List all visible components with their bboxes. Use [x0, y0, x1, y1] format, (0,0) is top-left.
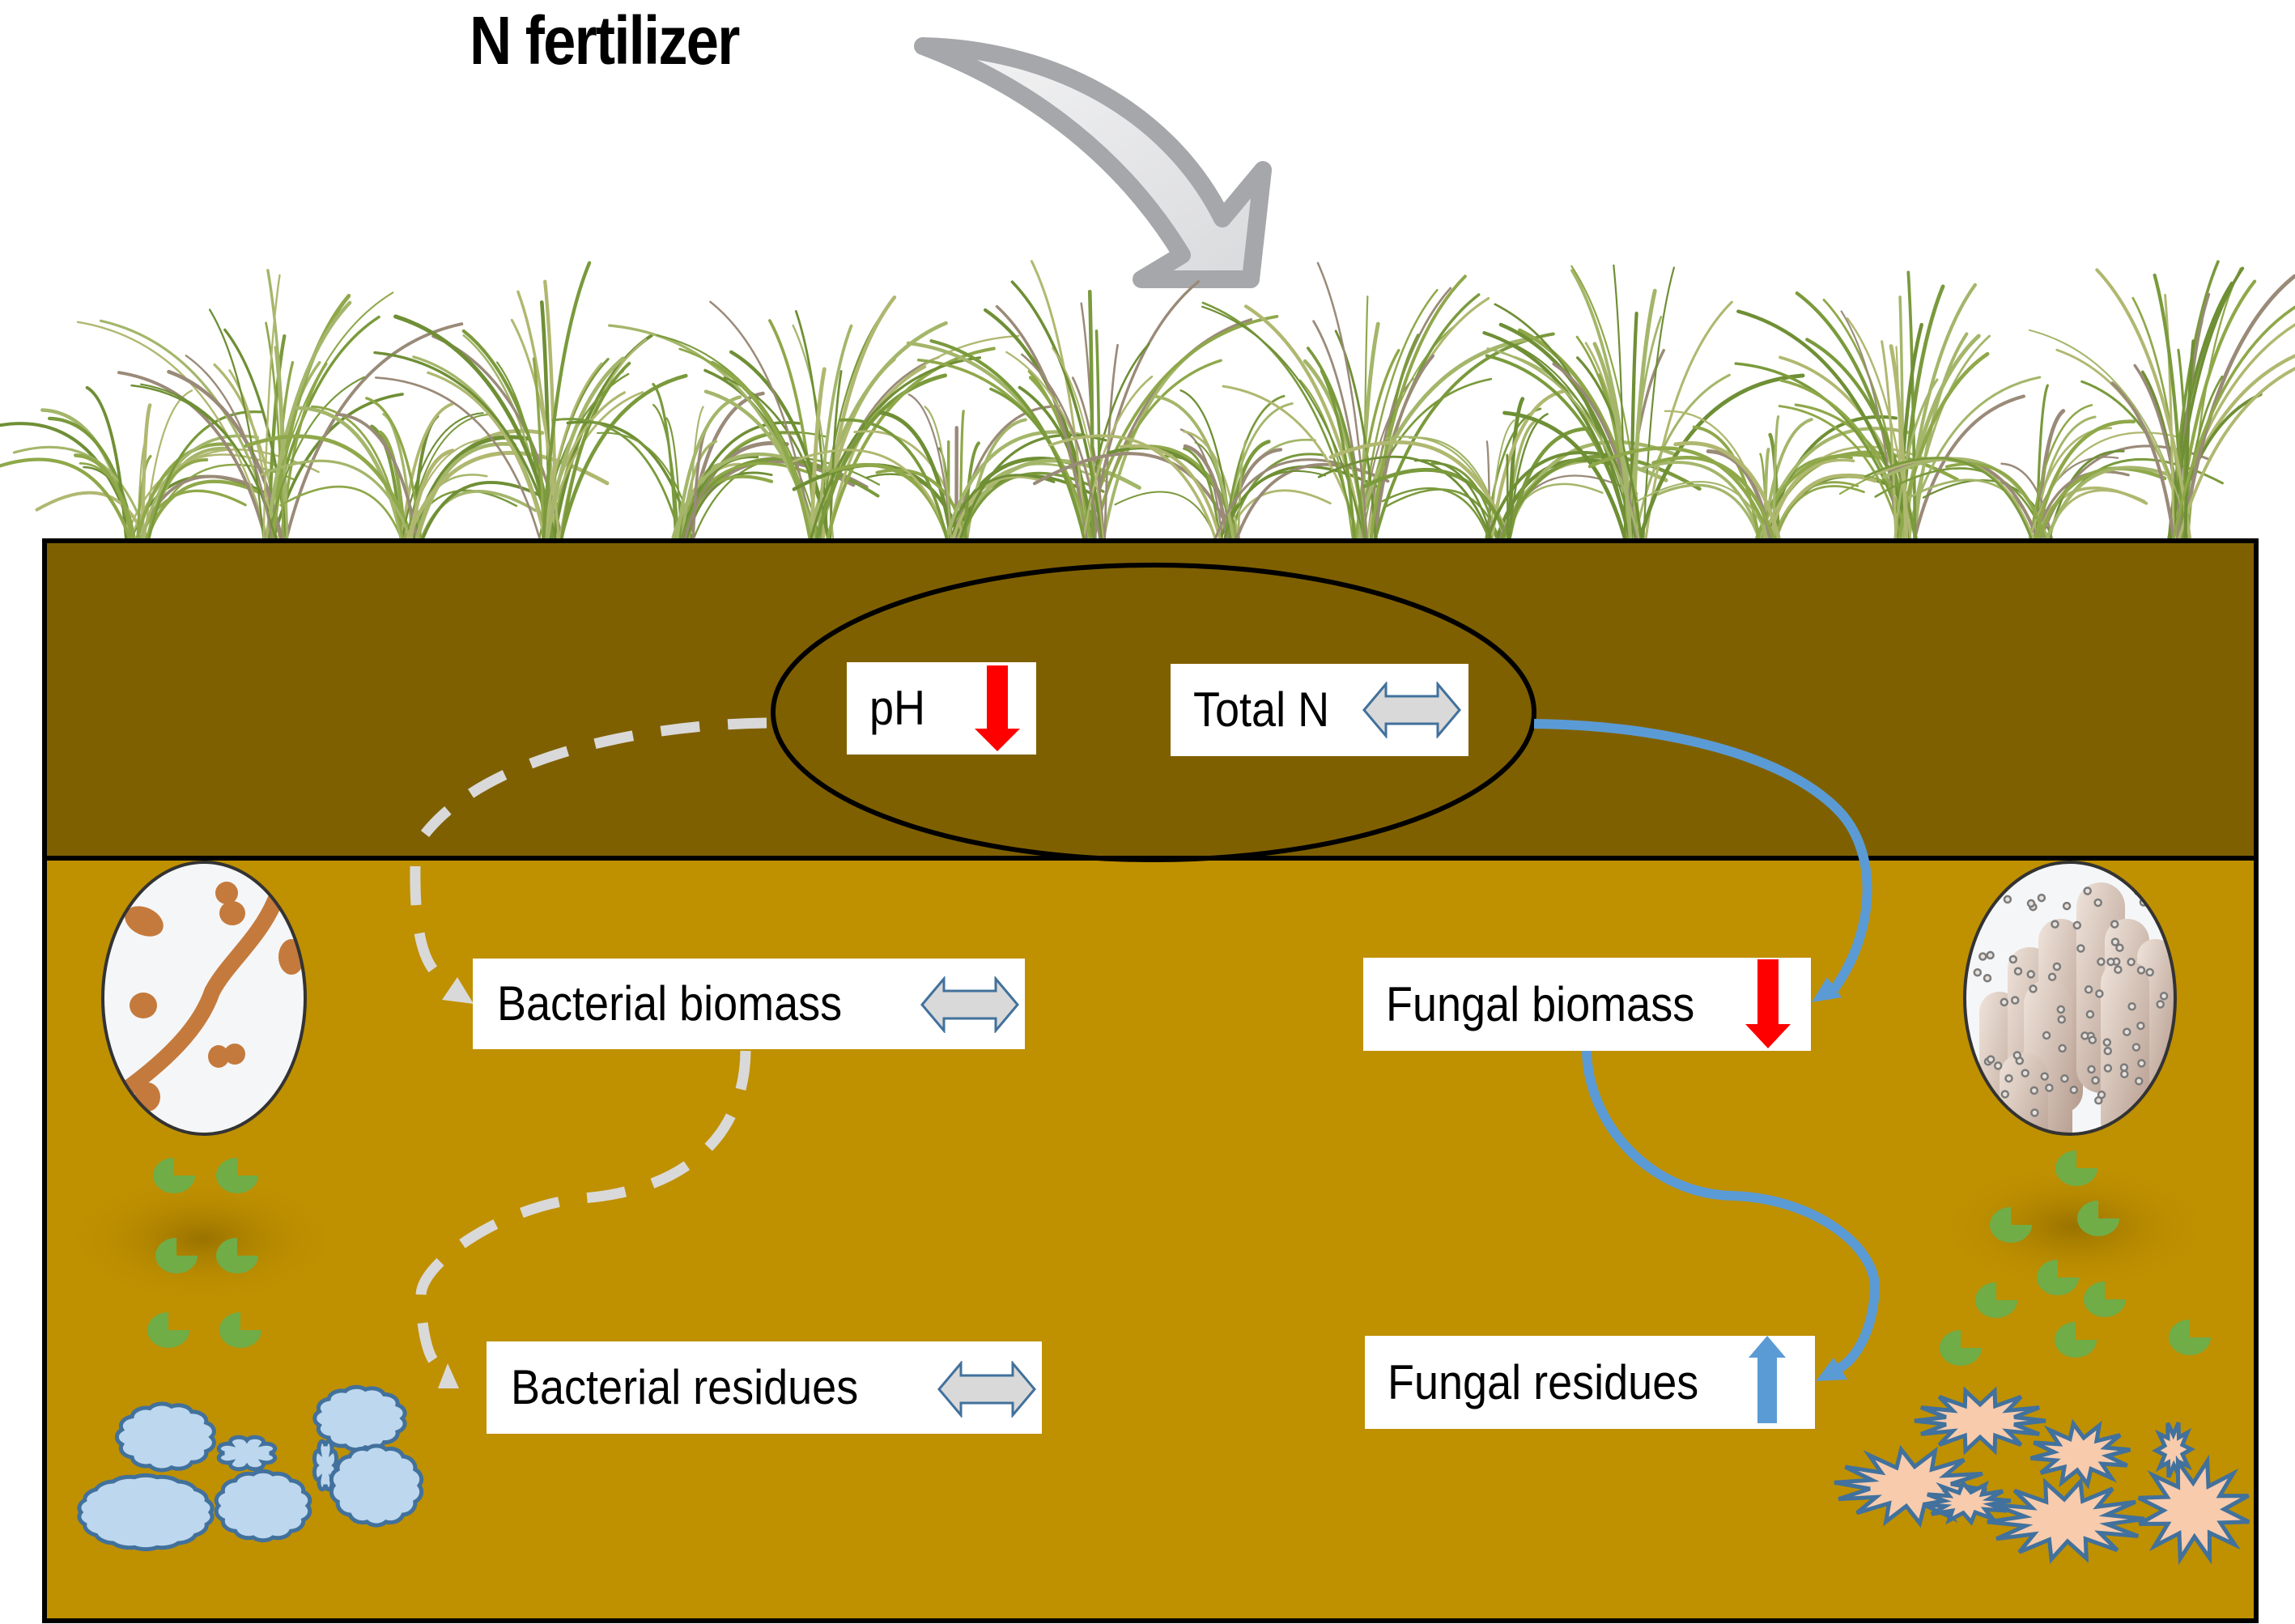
- short-grass-clump: [551, 382, 881, 540]
- tall-grass-clump: [2028, 260, 2295, 540]
- green-residue-icon: [2077, 1201, 2119, 1236]
- green-residue-icon: [147, 1312, 189, 1348]
- fungal-biomass-box: Fungal biomass: [1363, 958, 1811, 1051]
- bacterial-residue-cloud-icon: [329, 1443, 424, 1528]
- green-residues: [147, 1150, 2211, 1366]
- bacterial-residue-cloud-icon: [114, 1401, 216, 1473]
- green-residue-icon: [1940, 1330, 1982, 1366]
- fungal-residue-starbursts: [1834, 1386, 2250, 1566]
- green-residue-icon: [2055, 1322, 2097, 1358]
- bacterial-biomass-label: Bacterial biomass: [497, 976, 843, 1031]
- tall-grass-clump: [1482, 264, 1805, 540]
- green-residue-icon: [2055, 1150, 2097, 1186]
- bacterial-biomass-box: Bacterial biomass: [473, 959, 1025, 1049]
- fungal-residue-starburst-icon: [1987, 1477, 2145, 1564]
- bacterial-residue-cloud-icon: [214, 1469, 312, 1543]
- bacterial-residues-arrowhead-icon: [438, 1363, 459, 1388]
- path-soil-to-bacterial-biomass-lower: [410, 865, 440, 976]
- tall-grass-clump: [1201, 261, 1555, 540]
- fungal-residue-starburst-icon: [2137, 1454, 2250, 1566]
- green-residue-icon: [216, 1158, 258, 1193]
- bacterial-residues-box: Bacterial residues: [487, 1341, 1042, 1434]
- path-bacterial-biomass-to-residues: [415, 1050, 751, 1363]
- fungal-residue-starburst-icon: [2029, 1418, 2131, 1490]
- fungal-residue-starburst-icon: [1914, 1386, 2046, 1456]
- right-residue-shadow: [1937, 1162, 2212, 1291]
- path-fungal-biomass-to-residues: [1582, 1050, 1881, 1373]
- double-arrow-icon: [920, 976, 1019, 1033]
- short-grass-clump: [1032, 389, 1390, 540]
- fungal-biomass-arrowhead-icon: [1812, 977, 1842, 1002]
- total-n-box: Total N: [1171, 664, 1468, 756]
- bacterial-residue-clouds: [77, 1384, 424, 1552]
- green-residue-icon: [1990, 1207, 2032, 1243]
- green-residue-icon: [153, 1158, 195, 1193]
- fertilizer-arrow-icon: [914, 37, 1272, 288]
- ph-label: pH: [869, 681, 926, 735]
- bacterial-biomass-arrowhead-icon: [442, 977, 474, 1004]
- green-residue-icon: [155, 1238, 198, 1273]
- grass-row: [0, 260, 2295, 540]
- green-residue-icon: [2169, 1320, 2211, 1355]
- bacterial-residue-cloud-icon: [312, 1384, 407, 1452]
- green-residue-icon: [216, 1238, 258, 1273]
- soil-property-ellipse: [771, 563, 1536, 862]
- tall-grass-clump: [76, 269, 464, 540]
- green-residue-icon: [219, 1312, 261, 1348]
- fungal-residues-arrowhead-icon: [1816, 1358, 1847, 1381]
- short-grass-clump: [0, 385, 320, 540]
- down-arrow-icon: [975, 665, 1020, 751]
- total-n-label: Total N: [1193, 682, 1330, 737]
- green-residue-icon: [2037, 1260, 2079, 1295]
- bacterial-residue-cloud-icon: [77, 1473, 215, 1552]
- double-arrow-icon: [1362, 682, 1461, 738]
- fungal-residue-starburst-icon: [1923, 1479, 2012, 1526]
- tall-grass-clump: [906, 260, 1279, 540]
- green-residue-icon: [1975, 1282, 2017, 1318]
- path-soil-to-fungal-biomass: [1533, 719, 1872, 997]
- fungal-biomass-label: Fungal biomass: [1386, 976, 1695, 1031]
- fungal-residues-label: Fungal residues: [1388, 1354, 1699, 1409]
- tall-grass-clump: [1734, 270, 2042, 540]
- short-grass-clump: [1838, 384, 2224, 540]
- short-grass-clump: [792, 393, 1141, 540]
- bacteria-micrograph: [101, 861, 307, 1136]
- bacterial-residues-label: Bacterial residues: [511, 1360, 859, 1414]
- fungi-micrograph: [1963, 861, 2177, 1136]
- fungal-residue-starburst-icon: [2152, 1422, 2195, 1478]
- short-grass-clump: [1317, 389, 1702, 540]
- ph-box: pH: [847, 662, 1036, 755]
- tall-grass-clump: [373, 261, 688, 540]
- double-arrow-icon: [937, 1361, 1036, 1418]
- green-residue-icon: [2084, 1282, 2126, 1317]
- n-fertilizer-title: N fertilizer: [470, 2, 740, 79]
- up-arrow-icon: [1749, 1336, 1786, 1423]
- tall-grass-clump: [608, 295, 1020, 540]
- fungal-residues-box: Fungal residues: [1365, 1336, 1815, 1429]
- left-residue-shadow: [65, 1174, 340, 1303]
- down-arrow-icon: [1745, 959, 1791, 1048]
- bacterial-residue-cloud-icon: [216, 1435, 278, 1472]
- topsoil-layer: [42, 538, 2259, 861]
